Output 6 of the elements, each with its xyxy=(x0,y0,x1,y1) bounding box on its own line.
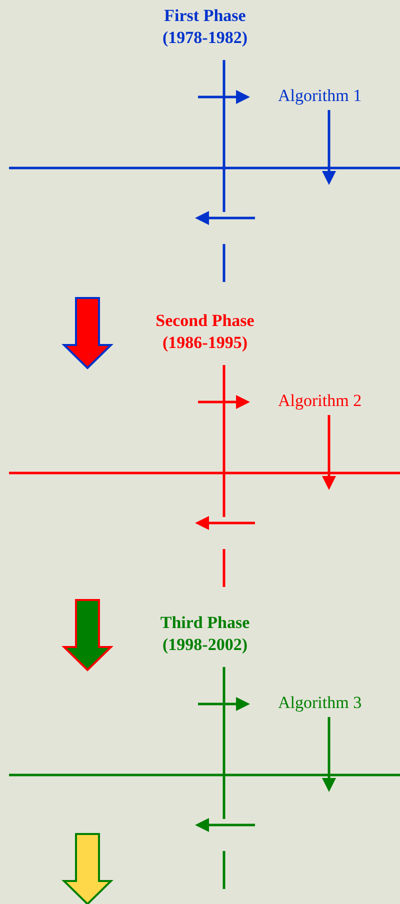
algorithm-label: Algorithm 1 xyxy=(278,86,362,106)
algorithm-label: Algorithm 2 xyxy=(278,391,362,411)
phase-heading: Second Phase (1986-1995) xyxy=(154,310,256,354)
phase-heading: Third Phase (1998-2002) xyxy=(159,612,251,656)
algorithm-label: Algorithm 3 xyxy=(278,693,362,713)
phase-heading: First Phase (1978-1982) xyxy=(162,5,248,49)
